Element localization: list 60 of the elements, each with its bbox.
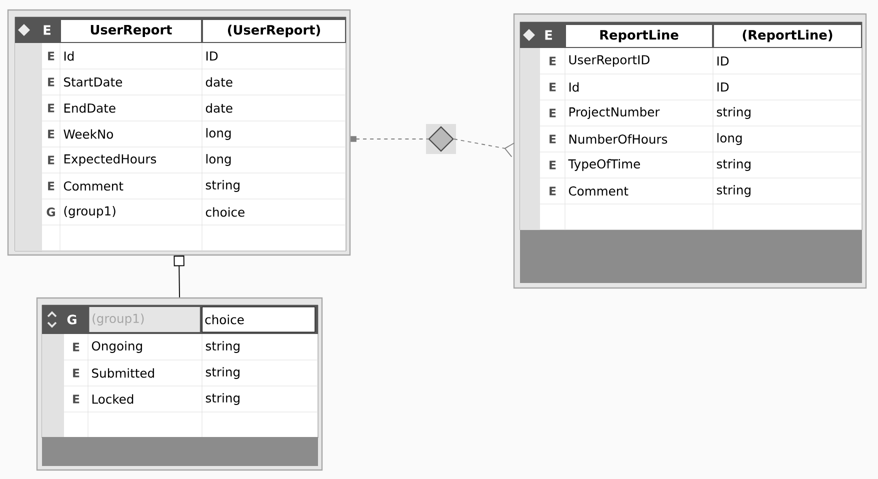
field-type: ID — [206, 52, 218, 60]
field-type: date — [206, 103, 232, 113]
field-type: long — [206, 128, 231, 140]
kind-letter: E — [545, 30, 552, 40]
connector — [350, 136, 429, 142]
field-name: UserReportID — [569, 55, 650, 67]
field-name: TypeOfTime — [568, 159, 640, 171]
kind-letter: E — [48, 130, 54, 138]
choice-field: choice — [202, 306, 316, 332]
field-type: string — [716, 159, 750, 171]
field-type: long — [717, 133, 742, 145]
field-name: WeekNo — [64, 129, 113, 139]
kind-letter: E — [48, 104, 54, 112]
table-type: (UserReport) — [203, 20, 345, 42]
field-type: choice — [206, 207, 244, 217]
field-name: ProjectNumber — [569, 107, 660, 119]
kind-letter: E — [73, 394, 80, 404]
kind-letter: E — [550, 134, 556, 144]
field-name: Submitted — [92, 368, 154, 378]
field-type: long — [206, 154, 231, 166]
kind-letter: E — [48, 182, 54, 190]
kind-letter: G — [67, 314, 76, 324]
field-type: string — [716, 185, 750, 197]
kind-letter: E — [48, 52, 54, 60]
kind-letter: E — [44, 25, 50, 35]
field-name: Comment — [568, 186, 628, 196]
kind-letter: G — [46, 208, 55, 216]
kind-letter: E — [48, 156, 54, 164]
table-title: ReportLine — [566, 25, 712, 47]
field-type: string — [206, 180, 240, 192]
field-name: ExpectedHours — [64, 154, 156, 166]
kind-letter: E — [550, 82, 556, 92]
field-name: Id — [64, 51, 74, 61]
field-name: Locked — [92, 394, 134, 404]
group-name-field: (group1) — [89, 307, 200, 332]
kind-letter: E — [73, 342, 80, 352]
connector — [453, 138, 515, 158]
field-type: string — [206, 341, 240, 353]
field-name: NumberOfHours — [569, 134, 668, 144]
field-type: date — [206, 77, 232, 87]
field-type: ID — [717, 56, 729, 66]
kind-letter: E — [73, 368, 80, 378]
kind-letter: E — [550, 56, 556, 66]
kind-letter: E — [550, 160, 556, 170]
field-name: StartDate — [64, 77, 122, 87]
field-type: ID — [717, 82, 729, 92]
field-type: string — [206, 367, 240, 379]
connector — [174, 256, 184, 298]
field-name: EndDate — [64, 103, 116, 113]
kind-letter: E — [550, 186, 556, 196]
kind-letter: E — [550, 108, 556, 118]
field-name: Ongoing — [92, 341, 142, 353]
table-type: (ReportLine) — [714, 25, 862, 47]
table-title: UserReport — [61, 20, 201, 42]
field-name: Id — [569, 82, 579, 92]
field-name: Comment — [64, 181, 124, 191]
kind-letter: E — [48, 78, 54, 86]
field-name: (group1) — [64, 206, 116, 218]
field-type: string — [716, 107, 750, 119]
field-type: string — [206, 393, 240, 405]
